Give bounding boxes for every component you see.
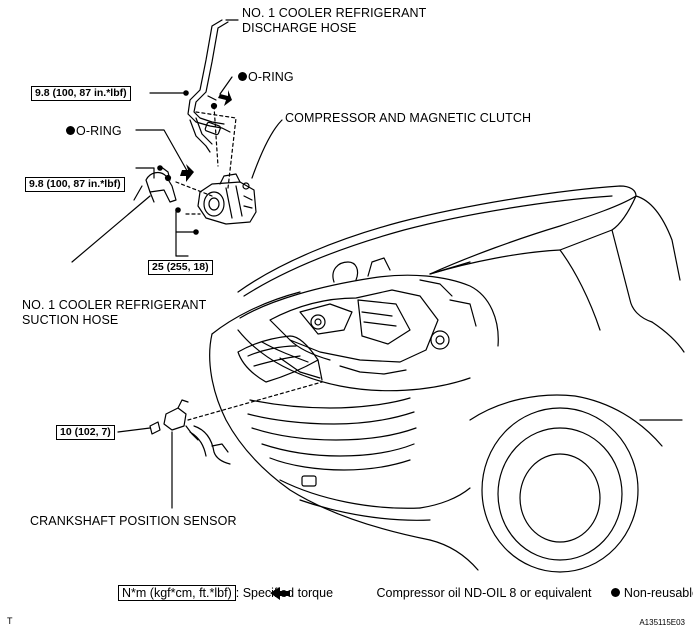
label-o-ring-top-text: O-RING	[248, 70, 294, 84]
footer-left-mark: T	[7, 616, 13, 626]
crankshaft-sensor-drawing	[149, 399, 231, 465]
legend-torque-desc: : Specified torque	[235, 586, 334, 600]
torque-sensor-bolt: 10 (102, 7)	[56, 425, 115, 440]
label-o-ring-left: O-RING	[66, 124, 122, 139]
legend-arrow-desc: Compressor oil ND-OIL 8 or equivalent	[376, 586, 592, 600]
discharge-hose-drawing	[187, 19, 231, 153]
torque-suction-bolt: 9.8 (100, 87 in.*lbf)	[25, 177, 125, 192]
label-suction-hose-line2: SUCTION HOSE	[22, 313, 119, 327]
o-ring-top-part	[210, 102, 218, 110]
torque-compressor-bolts: 25 (255, 18)	[148, 260, 213, 275]
label-compressor: COMPRESSOR AND MAGNETIC CLUTCH	[285, 111, 532, 125]
suction-hose-drawing	[133, 165, 177, 203]
bolts	[157, 90, 199, 235]
compressor-drawing	[197, 173, 257, 225]
non-reusable-dot-icon	[238, 72, 247, 82]
torque-discharge-bolt: 9.8 (100, 87 in.*lbf)	[31, 86, 131, 101]
o-ring-left-part	[164, 174, 172, 182]
label-crankshaft-sensor: CRANKSHAFT POSITION SENSOR	[30, 514, 237, 528]
label-o-ring-top: O-RING	[238, 70, 294, 85]
legend-arrow-icon	[270, 587, 290, 600]
label-discharge-hose-line1: NO. 1 COOLER REFRIGERANT	[242, 6, 427, 20]
label-discharge-hose: NO. 1 COOLER REFRIGERANT DISCHARGE HOSE	[242, 6, 426, 36]
label-o-ring-left-text: O-RING	[76, 124, 122, 138]
legend-dot-icon	[610, 588, 620, 598]
legend-dot-desc: Non-reusable part	[623, 586, 693, 600]
legend: N*m (kgf*cm, ft.*lbf): Specified torque …	[118, 585, 693, 601]
dashed-lines	[175, 105, 323, 421]
legend-torque-unit: N*m (kgf*cm, ft.*lbf)	[118, 585, 236, 601]
figure-id: A135115E03	[639, 618, 685, 627]
label-discharge-hose-line2: DISCHARGE HOSE	[242, 21, 357, 35]
oil-arrows	[180, 90, 232, 182]
label-suction-hose: NO. 1 COOLER REFRIGERANT SUCTION HOSE	[22, 298, 206, 328]
vehicle-drawing	[209, 185, 685, 573]
label-suction-hose-line1: NO. 1 COOLER REFRIGERANT	[22, 298, 207, 312]
non-reusable-dot-icon	[66, 126, 75, 136]
leader-lines	[71, 19, 283, 509]
